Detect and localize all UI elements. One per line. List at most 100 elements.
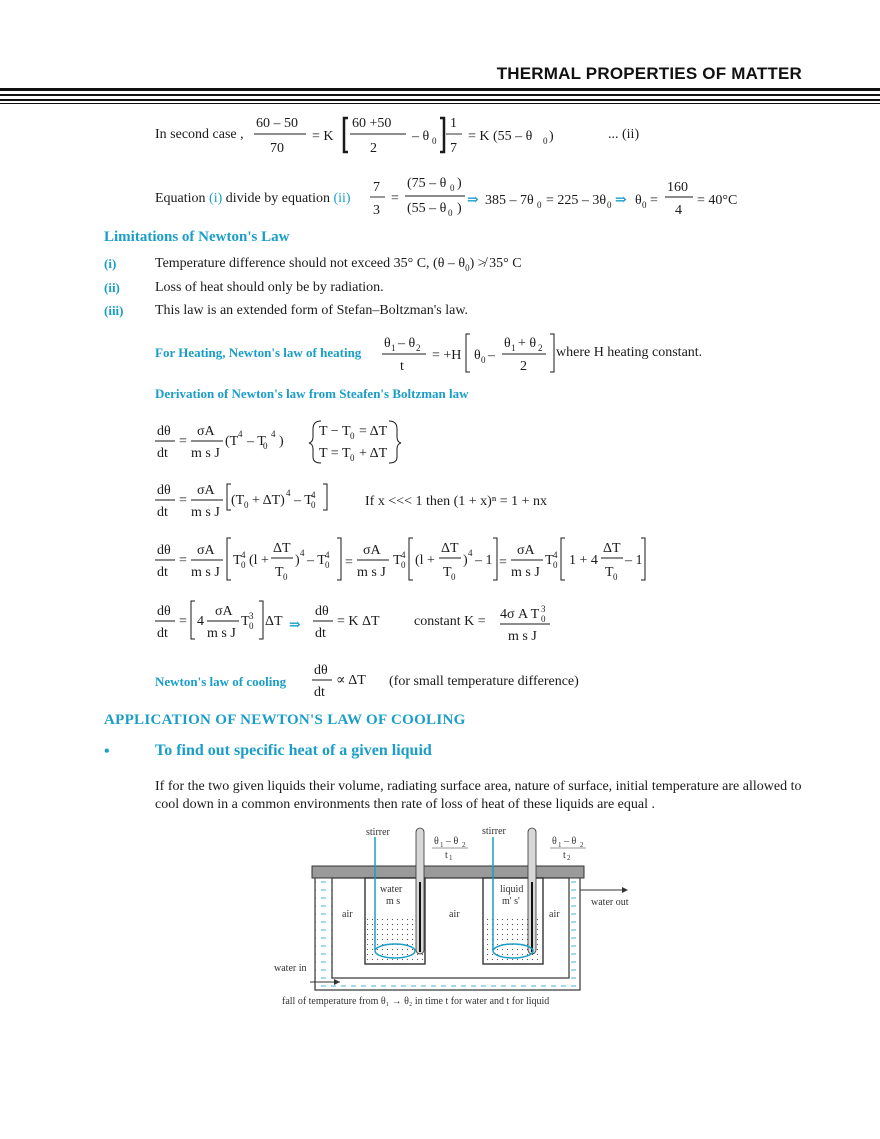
svg-text:dθ: dθ (157, 543, 171, 558)
svg-text:– T: – T (246, 434, 266, 449)
stirrer-left-label: stirrer (366, 827, 390, 838)
svg-text:): ) (457, 176, 462, 191)
svg-text:=: = (179, 434, 187, 449)
svg-text:4: 4 (311, 490, 316, 500)
svg-text:0: 0 (642, 200, 647, 210)
svg-text:θ: θ (434, 836, 439, 847)
svg-text:4: 4 (401, 550, 406, 560)
svg-text:– T: – T (293, 493, 313, 508)
svg-text:t: t (445, 850, 448, 861)
water-out-label: water out (591, 897, 629, 908)
svg-text:2: 2 (520, 359, 527, 374)
svg-text:): ) (463, 553, 468, 568)
page-title: THERMAL PROPERTIES OF MATTER (496, 64, 802, 83)
svg-text:0: 0 (553, 560, 558, 570)
svg-text:=: = (345, 555, 353, 570)
svg-text:σA: σA (197, 483, 216, 498)
svg-text:): ) (279, 434, 284, 449)
svg-text:⇒: ⇒ (615, 193, 627, 208)
svg-text:3: 3 (373, 203, 380, 218)
svg-text:– θ: – θ (397, 336, 416, 351)
water-label: water (380, 884, 403, 895)
svg-text:ΔT: ΔT (273, 541, 291, 556)
application-heading: APPLICATION OF NEWTON'S LAW OF COOLING (104, 712, 466, 728)
svg-text:1: 1 (450, 116, 457, 131)
divide-equation: 7 3 = (75 – θ 0 ) (55 – θ 0 ) ⇒ 385 – 7θ… (370, 176, 737, 218)
svg-text:0: 0 (541, 614, 546, 624)
svg-text:4: 4 (241, 550, 246, 560)
svg-text:4: 4 (300, 548, 305, 558)
svg-text:2: 2 (416, 343, 421, 353)
svg-text:+ ΔT: + ΔT (359, 446, 388, 461)
svg-text:(75 – θ: (75 – θ (407, 176, 447, 191)
header-rule-3 (0, 103, 880, 104)
svg-text:4: 4 (553, 550, 558, 560)
svg-text:0: 0 (244, 500, 249, 510)
svg-text:4: 4 (325, 550, 330, 560)
svg-text:=: = (179, 553, 187, 568)
cooling-label: Newton's law of cooling (155, 674, 287, 689)
svg-text:– θ: – θ (411, 129, 430, 144)
ref-ii: (ii) (333, 191, 351, 206)
svg-text:0: 0 (263, 441, 268, 451)
svg-text:dθ: dθ (157, 483, 171, 498)
svg-text:σA: σA (363, 543, 382, 558)
svg-text:σA: σA (197, 543, 216, 558)
svg-text:– 1: – 1 (624, 553, 643, 568)
svg-text:2: 2 (462, 841, 466, 849)
svg-text:T: T (393, 553, 402, 568)
limitation-label-3: (iii) (104, 303, 124, 318)
svg-text:4: 4 (286, 488, 291, 498)
ref-i: (i) (209, 191, 223, 206)
svg-text:7: 7 (450, 141, 457, 156)
svg-text:m s J: m s J (511, 565, 540, 580)
svg-text:=: = (391, 191, 399, 206)
svg-text:70: 70 (270, 141, 284, 156)
limitation-label-2: (ii) (104, 280, 120, 295)
svg-text:dθ: dθ (314, 663, 328, 678)
svg-text:dθ: dθ (157, 424, 171, 439)
svg-text:θ: θ (552, 836, 557, 847)
svg-text:T = T: T = T (319, 446, 351, 461)
svg-text:0: 0 (481, 355, 486, 365)
svg-text:m s J: m s J (191, 446, 220, 461)
limitation-label-1: (i) (104, 256, 117, 271)
svg-text:(T: (T (225, 434, 239, 449)
water-in-label: water in (274, 963, 307, 974)
svg-text:4: 4 (197, 614, 204, 629)
svg-text:θ: θ (474, 348, 481, 363)
limitation-text-3: This law is an extended form of Stefan–B… (155, 303, 469, 318)
svg-text:T: T (241, 614, 250, 629)
svg-text:1: 1 (449, 854, 453, 862)
svg-text:): ) (295, 553, 300, 568)
svg-text:4: 4 (675, 203, 682, 218)
svg-text:2: 2 (370, 141, 377, 156)
svg-text:=: = (650, 193, 658, 208)
air-mid-label: air (449, 909, 460, 920)
water-ms-label: m s (386, 896, 401, 907)
svg-text:0: 0 (450, 183, 455, 193)
application-paragraph: If for the two given liquids their volum… (155, 779, 802, 812)
svg-text:0: 0 (249, 621, 254, 631)
divide-text-a: Equation (155, 191, 210, 206)
svg-text:4: 4 (271, 429, 276, 439)
stirrer-left-ring (374, 943, 416, 959)
svg-text:m s J: m s J (191, 565, 220, 580)
svg-text:0: 0 (613, 572, 618, 582)
svg-text:–: – (487, 348, 496, 363)
svg-text:– θ: – θ (445, 836, 459, 847)
svg-text:60 +50: 60 +50 (352, 116, 391, 131)
svg-text:=: = (499, 555, 507, 570)
svg-text:= K (55 – θ: = K (55 – θ (468, 129, 533, 144)
svg-text:0: 0 (311, 500, 316, 510)
svg-text:– 1: – 1 (474, 553, 493, 568)
svg-text:(l +: (l + (415, 553, 435, 568)
svg-text:dt: dt (315, 626, 326, 641)
svg-text:0: 0 (537, 200, 542, 210)
liquid-label: liquid (500, 884, 524, 895)
svg-text:= K ΔT: = K ΔT (337, 614, 380, 629)
svg-text:0: 0 (607, 200, 612, 210)
